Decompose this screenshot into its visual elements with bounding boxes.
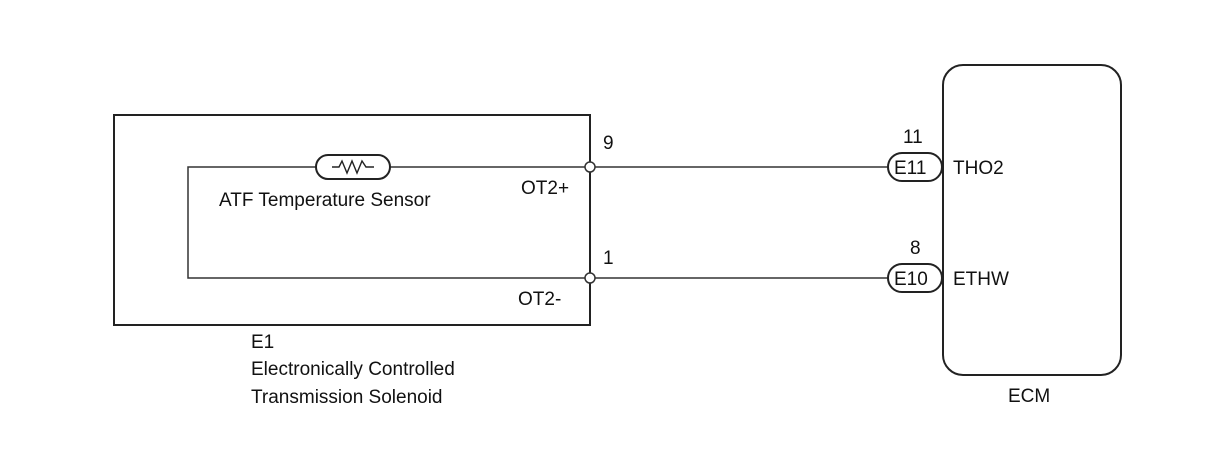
connector-e10 <box>887 263 943 293</box>
component-name-line1: Electronically Controlled <box>251 359 455 380</box>
pin-number-1: 1 <box>603 248 614 269</box>
ecm-signal-tho2: THO2 <box>953 158 1004 179</box>
pin-name-ot2-plus: OT2+ <box>521 178 569 199</box>
terminal-pin-1 <box>584 272 596 284</box>
connector-e11 <box>887 152 943 182</box>
ecm-signal-ethw: ETHW <box>953 269 1009 290</box>
ecm-pin-number-8: 8 <box>910 238 921 259</box>
e1-component-box <box>113 114 591 326</box>
thermistor-icon <box>315 154 391 180</box>
ecm-pin-number-11: 11 <box>903 127 923 148</box>
sensor-wire-loop <box>187 166 590 279</box>
component-name-line2: Transmission Solenoid <box>251 387 443 408</box>
ecm-label: ECM <box>1008 386 1050 407</box>
ecm-box <box>942 64 1122 376</box>
pin-number-9: 9 <box>603 133 614 154</box>
pin-name-ot2-minus: OT2- <box>518 289 561 310</box>
terminal-pin-9 <box>584 161 596 173</box>
component-id: E1 <box>251 332 274 353</box>
sensor-label: ATF Temperature Sensor <box>219 190 431 211</box>
connector-label-e11: E11 <box>894 158 926 179</box>
connector-label-e10: E10 <box>894 269 928 290</box>
